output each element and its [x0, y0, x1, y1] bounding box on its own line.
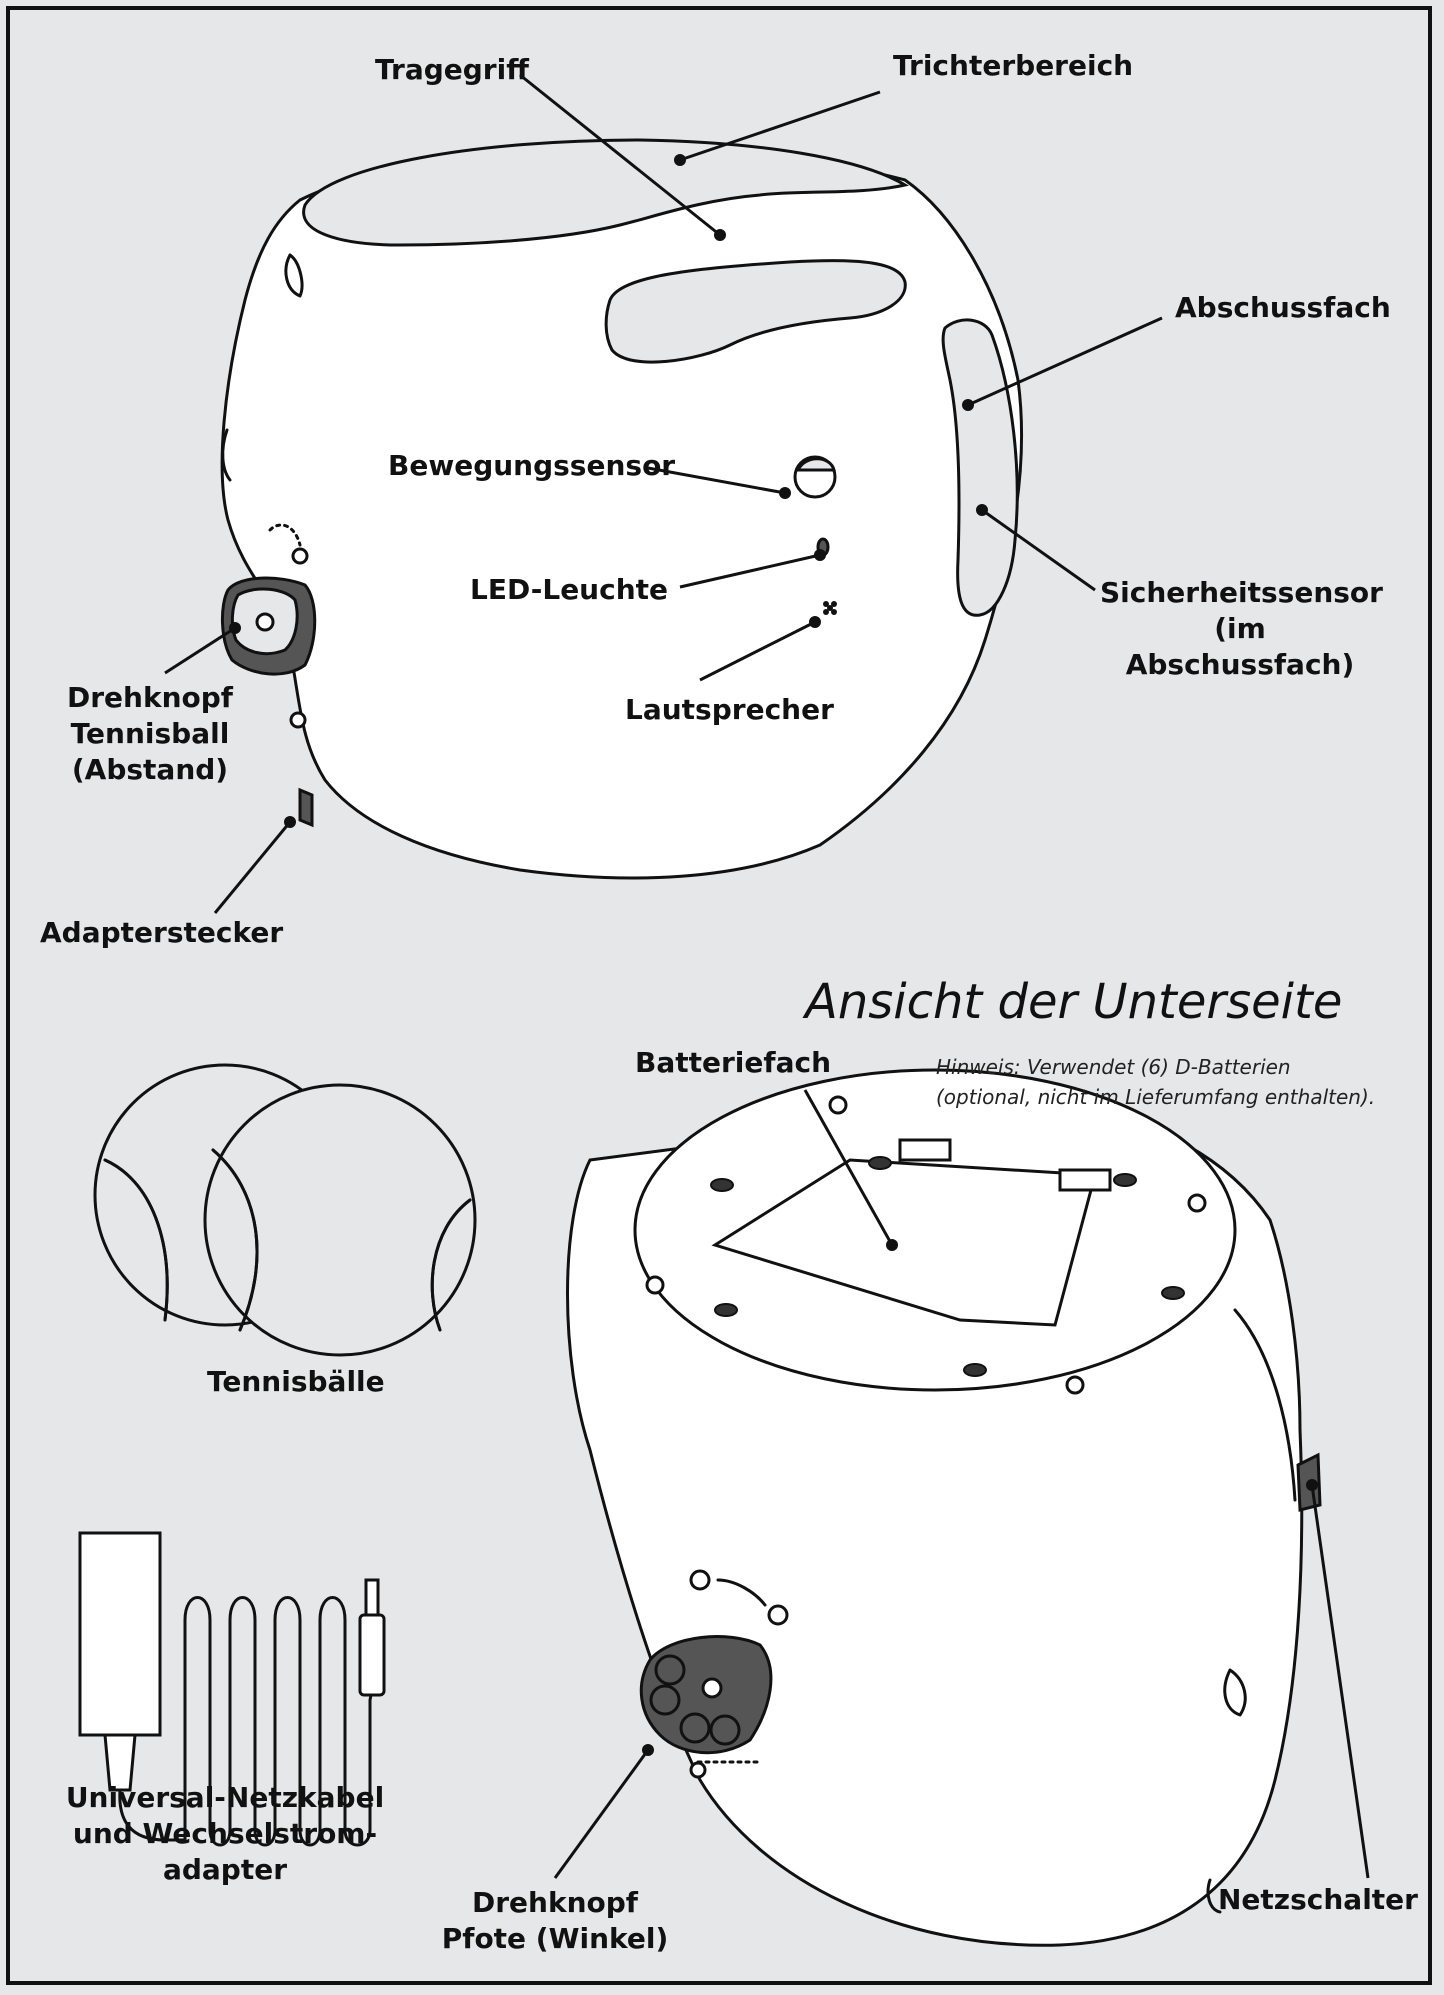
- battery-note-line1: Hinweis: Verwendet (6) D-Batterien: [936, 1052, 1375, 1082]
- label-drehknopf-pfote: Drehknopf Pfote (Winkel): [435, 1885, 675, 1957]
- label-netzkabel: Universal-Netzkabel und Wechselstrom- ad…: [55, 1780, 395, 1888]
- bottom-view-title: Ansicht der Unterseite: [805, 972, 1342, 1032]
- launcher-body: [222, 148, 1021, 878]
- label-netzkabel-line2: und Wechselstrom-: [55, 1816, 395, 1852]
- label-netzkabel-line3: adapter: [55, 1852, 395, 1888]
- label-sicherheitssensor: Sicherheitssensor (im Abschussfach): [1100, 575, 1380, 683]
- label-drehknopf-pfote-line1: Drehknopf: [435, 1885, 675, 1921]
- tennis-balls-illustration: [95, 1065, 475, 1355]
- label-drehknopf-tennisball: Drehknopf Tennisball (Abstand): [50, 680, 250, 788]
- label-tragegriff: Tragegriff: [375, 52, 529, 88]
- ball-launcher-front-view: [222, 140, 1021, 878]
- label-sicherheitssensor-line2: (im Abschussfach): [1100, 611, 1380, 683]
- label-abschussfach: Abschussfach: [1175, 290, 1391, 326]
- label-drehknopf-tennisball-line3: (Abstand): [50, 752, 250, 788]
- label-netzkabel-line1: Universal-Netzkabel: [55, 1780, 395, 1816]
- label-led-leuchte: LED-Leuchte: [470, 572, 668, 608]
- motion-sensor-icon: [795, 457, 835, 497]
- label-adapterstecker: Adapterstecker: [40, 915, 283, 951]
- label-drehknopf-pfote-line2: Pfote (Winkel): [435, 1921, 675, 1957]
- label-batteriefach: Batteriefach: [635, 1045, 831, 1081]
- label-sicherheitssensor-line1: Sicherheitssensor: [1100, 575, 1380, 611]
- label-netzschalter: Netzschalter: [1218, 1882, 1418, 1918]
- label-lautsprecher: Lautsprecher: [625, 692, 834, 728]
- adapter-plug-icon: [300, 790, 312, 825]
- label-bewegungssensor: Bewegungssensor: [388, 448, 675, 484]
- label-tennisbaelle: Tennisbälle: [207, 1364, 385, 1400]
- ball-launcher-bottom-view: [568, 1070, 1321, 1945]
- label-drehknopf-tennisball-line2: Tennisball: [50, 716, 250, 752]
- battery-note: Hinweis: Verwendet (6) D-Batterien (opti…: [936, 1052, 1375, 1112]
- battery-note-line2: (optional, nicht im Lieferumfang enthalt…: [936, 1082, 1375, 1112]
- label-drehknopf-tennisball-line1: Drehknopf: [50, 680, 250, 716]
- label-trichterbereich: Trichterbereich: [893, 48, 1133, 84]
